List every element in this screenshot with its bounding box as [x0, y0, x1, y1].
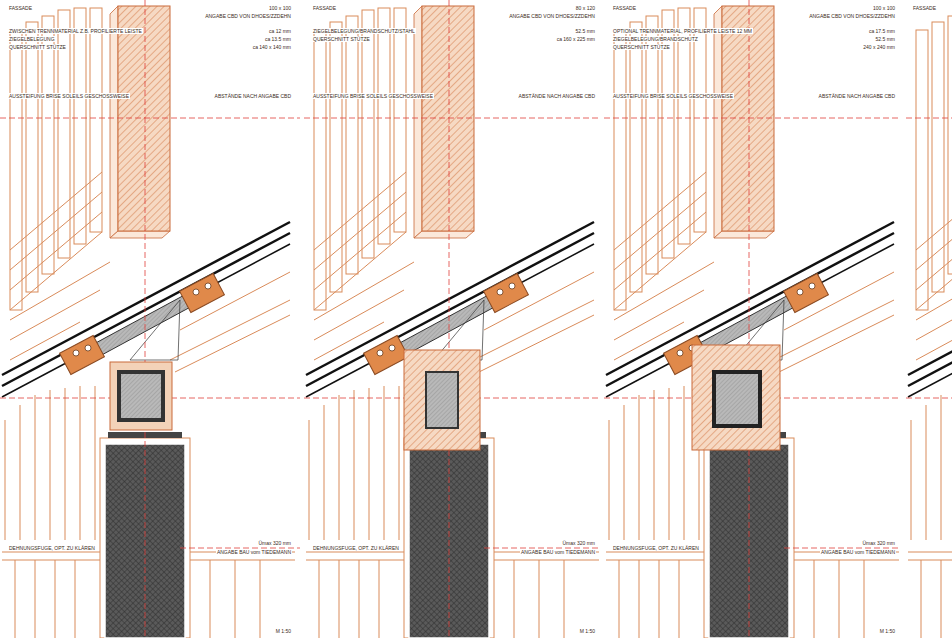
annotation-label: Ümax 320 mm	[561, 540, 596, 546]
annotation-label: ZIEGELBELEGUNG	[8, 36, 56, 42]
annotation-label: DEHNUNGSFUGE, OPT. ZU KLÄREN	[312, 545, 400, 551]
node-box-2	[404, 350, 480, 450]
annotation-label: ABSTÄNDE NACH ANGABE CBD	[818, 93, 896, 99]
annotation-label: 100 x 100	[268, 5, 292, 11]
annotation-label: ca 12 mm	[268, 28, 292, 34]
annotation-label: 80 x 120	[575, 5, 596, 11]
annotation-label: M 1:50	[579, 628, 596, 634]
annotation-label: ca 160 x 225 mm	[556, 36, 596, 42]
annotation-label: ABSTÄNDE NACH ANGABE CBD	[518, 93, 596, 99]
annotation-label: ZIEGELBELEGUNG/BRANDSCHUTZ	[612, 36, 699, 42]
annotation-label: 240 x 240 mm	[862, 44, 896, 50]
annotation-label: AUSSTEIFUNG BRISE SOLEILS GESCHOSSWEISE	[312, 93, 434, 99]
annotation-label: 52.5 mm	[875, 36, 896, 42]
annotation-label: ANGABE CBD VON DHOES/ZZDEHN	[508, 13, 596, 19]
node-box-1	[110, 362, 172, 430]
annotation-label: M 1:50	[275, 628, 292, 634]
annotation-label: ZWISCHEN TRENNMATERIAL Z.B. PROFILIERTE …	[8, 28, 143, 34]
annotation-label: QUERSCHNITT STÜTZE	[8, 44, 67, 50]
annotation-label: FASSADE	[912, 5, 937, 11]
annotation-label: ANGABE BAU vom TIEDEMANN	[216, 549, 292, 555]
node-box-3	[692, 345, 780, 450]
annotation-label: ca 140 x 140 mm	[252, 44, 292, 50]
annotation-label: QUERSCHNITT STÜTZE	[312, 36, 371, 42]
annotation-label: FASSADE	[8, 5, 33, 11]
annotation-label: OPTIONAL TRENNMATERIAL, PROFILIERTE LEIS…	[612, 28, 753, 34]
annotation-label: Ümax 320 mm	[861, 540, 896, 546]
annotation-label: FASSADE	[312, 5, 337, 11]
annotation-label: ANGABE CBD VON DHOES/ZZDEHN	[204, 13, 292, 19]
annotation-label: ZIEGELBELEGUNG/BRANDSCHUTZ/STAHL	[312, 28, 416, 34]
annotation-label: QUERSCHNITT STÜTZE	[612, 44, 671, 50]
annotation-label: DEHNUNGSFUGE, OPT. ZU KLÄREN	[8, 545, 96, 551]
annotation-label: ANGABE BAU vom TIEDEMANN	[520, 549, 596, 555]
annotation-label: Ümax 320 mm	[257, 540, 292, 546]
annotation-label: ca 17.5 mm	[868, 28, 896, 34]
annotation-label: FASSADE	[612, 5, 637, 11]
annotation-label: M 1:50	[879, 628, 896, 634]
annotation-label: DEHNUNGSFUGE, OPT. ZU KLÄREN	[612, 545, 700, 551]
annotation-label: ABSTÄNDE NACH ANGABE CBD	[214, 93, 292, 99]
annotation-label: ca 13.5 mm	[264, 36, 292, 42]
annotation-label: 100 x 100	[872, 5, 896, 11]
annotation-label: ANGABE BAU vom TIEDEMANN	[820, 549, 896, 555]
annotation-label: AUSSTEIFUNG BRISE SOLEILS GESCHOSSWEISE	[612, 93, 734, 99]
annotation-label: ANGABE CBD VON DHOES/ZZDEHN	[808, 13, 896, 19]
annotation-label: AUSSTEIFUNG BRISE SOLEILS GESCHOSSWEISE	[8, 93, 130, 99]
annotation-label: 52.5 mm	[575, 28, 596, 34]
